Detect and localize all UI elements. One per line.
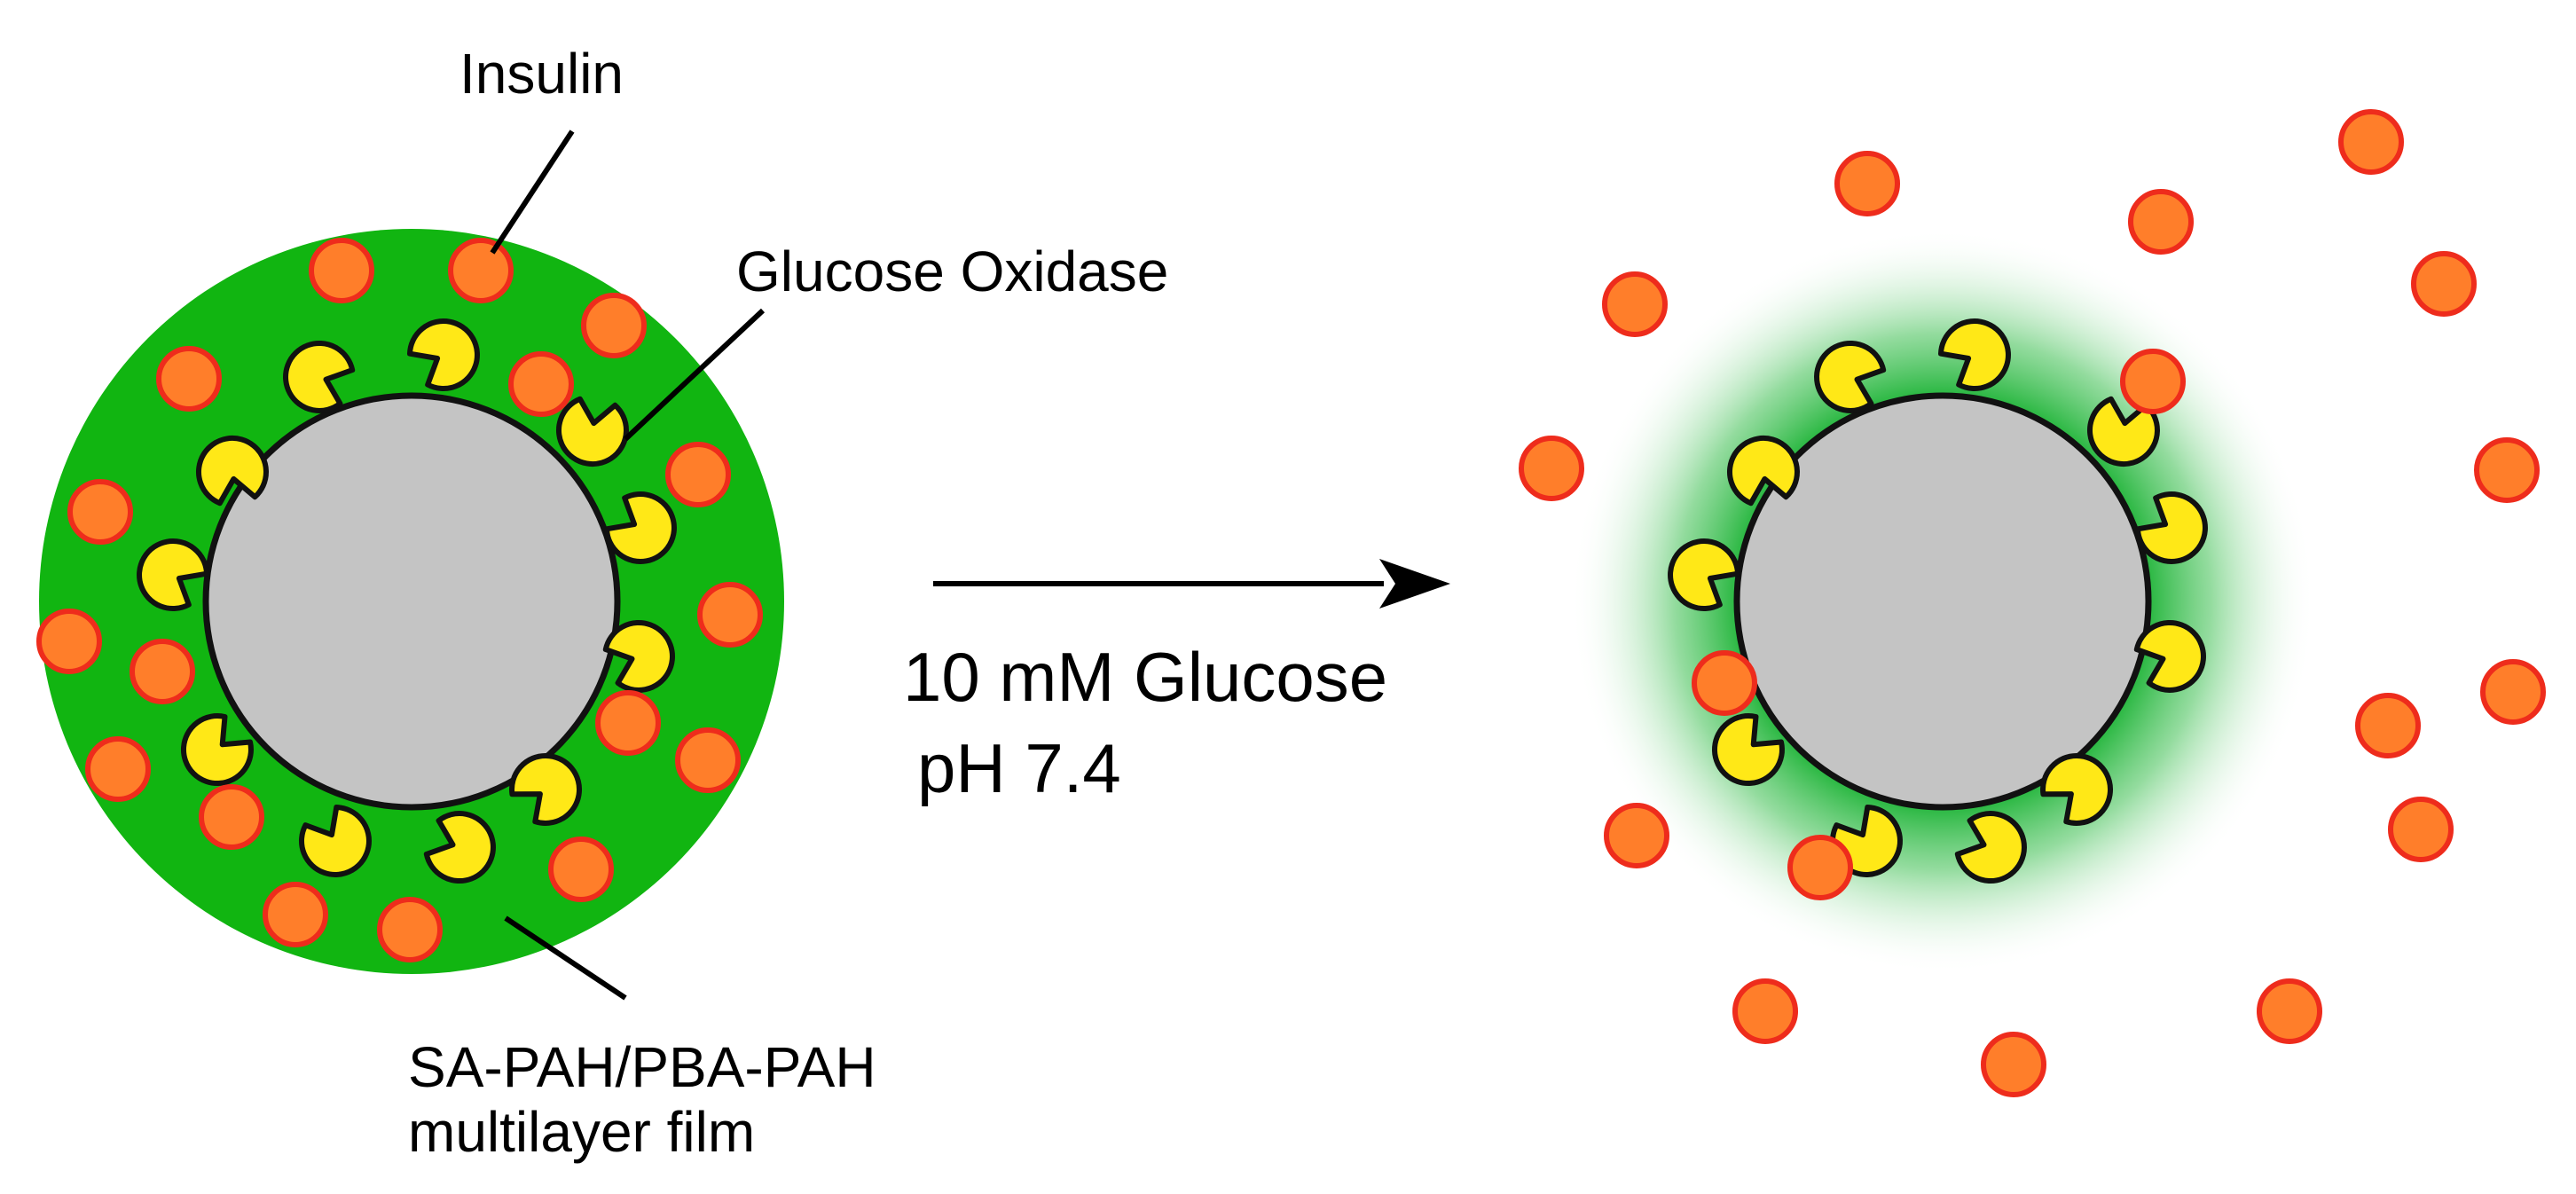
reaction-arrow — [933, 559, 1450, 609]
glucose-oxidase-icon — [283, 340, 356, 413]
insulin-icon — [156, 346, 222, 412]
glucose-oxidase-icon — [2133, 619, 2206, 693]
insulin-icon — [67, 479, 133, 545]
glucose-oxidase-icon — [2040, 752, 2114, 826]
degraded-particle — [1570, 229, 2315, 974]
glucose-oxidase-icon — [1726, 435, 1800, 507]
glucose-oxidase-icon — [137, 538, 209, 611]
condition-label-line2: pH 7.4 — [917, 729, 1121, 807]
insulin-leader-line — [490, 130, 575, 255]
glucose-oxidase-icon — [509, 752, 583, 826]
glucose-oxidase-icon — [1938, 318, 2011, 391]
insulin-icon — [697, 582, 763, 648]
glucose-oxidase-icon — [1712, 713, 1785, 786]
insulin-icon — [36, 609, 102, 674]
insulin-icon — [1787, 835, 1853, 900]
insulin-icon — [508, 351, 574, 417]
insulin-icon — [199, 784, 264, 850]
glucose-oxidase-icon — [181, 713, 254, 786]
glucose-oxidase-icon — [299, 805, 372, 877]
insulin-icon — [595, 690, 661, 756]
insulin-icon — [448, 238, 514, 303]
glucose-oxidase-label: Glucose Oxidase — [736, 240, 1168, 303]
insulin-group — [36, 238, 763, 962]
released-insulin-group — [1519, 109, 2546, 1097]
insulin-icon — [1519, 436, 1584, 501]
glucose-oxidase-icon — [1814, 340, 1887, 413]
glucose-oxidase-leader-line — [623, 308, 766, 442]
insulin-icon — [263, 882, 328, 947]
glucose-oxidase-icon — [1954, 811, 2027, 884]
insulin-icon — [665, 442, 731, 507]
insulin-label: Insulin — [459, 42, 624, 106]
insulin-icon — [309, 238, 374, 303]
insulin-icon — [377, 897, 443, 962]
insulin-icon — [2388, 797, 2454, 862]
insulin-icon — [675, 727, 741, 793]
insulin-icon — [2257, 978, 2322, 1044]
insulin-icon — [1981, 1032, 2046, 1097]
condition-label-line1: 10 mM Glucose — [903, 638, 1387, 716]
glucose-oxidase-icon — [2086, 396, 2160, 467]
insulin-icon — [1692, 650, 1757, 716]
loaded-particle — [36, 229, 784, 974]
film-label-line2: multilayer film — [408, 1100, 755, 1164]
glucose-oxidase-icon — [602, 619, 675, 693]
film-leader-line — [504, 915, 627, 1001]
insulin-icon — [1834, 151, 1900, 216]
insulin-icon — [2355, 693, 2421, 758]
core-particle-after — [1733, 392, 2152, 811]
insulin-icon — [2480, 659, 2546, 725]
insulin-icon — [85, 736, 151, 802]
insulin-icon — [1732, 978, 1798, 1044]
glucose-oxidase-icon — [555, 396, 629, 467]
glucose-oxidase-group-after — [1668, 318, 2208, 884]
insulin-icon — [2338, 109, 2404, 175]
insulin-icon — [581, 293, 647, 358]
glucose-oxidase-icon — [604, 491, 677, 564]
insulin-icon — [548, 837, 614, 902]
insulin-icon — [2120, 349, 2186, 414]
glucose-oxidase-icon — [1668, 538, 1740, 611]
film-label-line1: SA-PAH/PBA-PAH — [408, 1035, 876, 1099]
glucose-oxidase-icon — [2135, 491, 2208, 564]
core-particle — [202, 392, 621, 811]
insulin-icon — [2474, 437, 2540, 503]
insulin-icon — [1604, 803, 1669, 868]
glucose-oxidase-group — [137, 318, 677, 884]
insulin-icon — [2411, 251, 2477, 317]
glucose-oxidase-icon — [423, 811, 496, 884]
insulin-icon — [130, 639, 195, 704]
glucose-oxidase-icon — [407, 318, 480, 391]
insulin-icon — [1602, 271, 1668, 337]
glucose-oxidase-icon — [195, 435, 269, 507]
insulin-icon — [2128, 189, 2194, 255]
